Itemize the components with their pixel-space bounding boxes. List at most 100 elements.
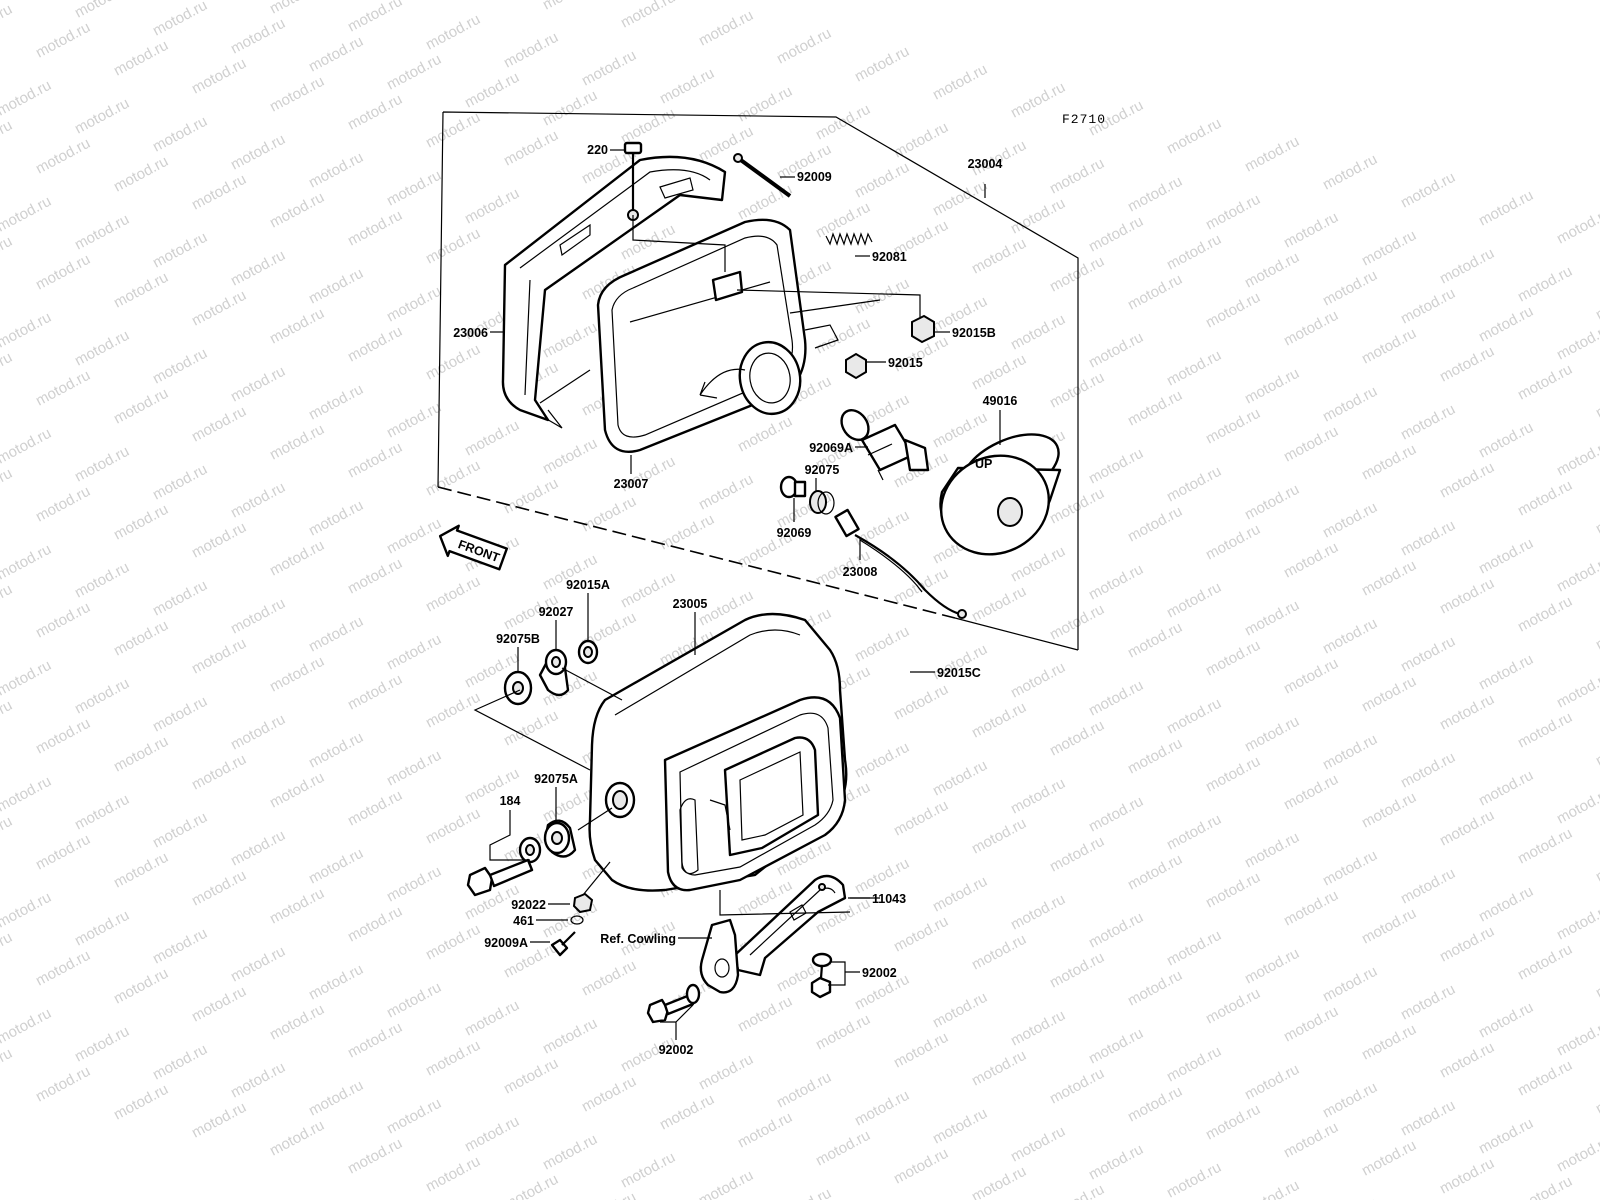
watermark-text: motod.ru bbox=[150, 925, 210, 968]
watermark-text: motod.ru bbox=[33, 483, 93, 526]
watermark-text: motod.ru bbox=[1554, 901, 1600, 944]
watermark-text: motod.ru bbox=[72, 211, 132, 254]
watermark-text: motod.ru bbox=[1086, 213, 1146, 256]
watermark-text: motod.ru bbox=[1047, 949, 1107, 992]
watermark-text: motod.ru bbox=[1515, 477, 1575, 520]
watermark-text: motod.ru bbox=[1476, 419, 1536, 462]
nut-92015B bbox=[911, 314, 935, 344]
watermark-text: motod.ru bbox=[813, 315, 873, 358]
watermark-text: motod.ru bbox=[540, 435, 600, 478]
watermark-text: motod.ru bbox=[0, 233, 15, 276]
watermark-text: motod.ru bbox=[1554, 669, 1600, 712]
watermark-text: motod.ru bbox=[1398, 1097, 1458, 1140]
watermark-text: motod.ru bbox=[1281, 539, 1341, 582]
watermark-text: motod.ru bbox=[72, 1023, 132, 1066]
label-92015B: 92015B bbox=[952, 326, 996, 340]
watermark-text: motod.ru bbox=[111, 269, 171, 312]
watermark-text: motod.ru bbox=[1320, 731, 1380, 774]
watermark-text: motod.ru bbox=[1437, 807, 1497, 850]
watermark-text: motod.ru bbox=[306, 265, 366, 308]
label-220: 220 bbox=[587, 143, 608, 157]
watermark-text: motod.ru bbox=[1359, 789, 1419, 832]
watermark-text: motod.ru bbox=[852, 43, 912, 86]
watermark-text: motod.ru bbox=[345, 323, 405, 366]
watermark-text: motod.ru bbox=[423, 921, 483, 964]
watermark-text: motod.ru bbox=[1437, 459, 1497, 502]
watermark-text: motod.ru bbox=[111, 1081, 171, 1124]
watermark-text: motod.ru bbox=[852, 275, 912, 318]
watermark-text: motod.ru bbox=[657, 1091, 717, 1134]
watermark-text: motod.ru bbox=[384, 747, 444, 790]
watermark-text: motod.ru bbox=[384, 515, 444, 558]
watermark-text: motod.ru bbox=[423, 573, 483, 616]
watermark-text: motod.ru bbox=[33, 715, 93, 758]
watermark-text: motod.ru bbox=[1242, 481, 1302, 524]
watermark-text: motod.ru bbox=[1086, 1025, 1146, 1068]
watermark-text: motod.ru bbox=[462, 69, 522, 112]
watermark-text: motod.ru bbox=[345, 1135, 405, 1178]
watermark-text: motod.ru bbox=[0, 813, 15, 856]
watermark-text: motod.ru bbox=[1242, 249, 1302, 292]
watermark-text: motod.ru bbox=[1281, 307, 1341, 350]
watermark-text: motod.ru bbox=[1086, 909, 1146, 952]
watermark-text: motod.ru bbox=[969, 235, 1029, 278]
watermark-text: motod.ru bbox=[384, 51, 444, 94]
watermark-text: motod.ru bbox=[1125, 503, 1185, 546]
watermark-text: motod.ru bbox=[189, 751, 249, 794]
watermark-text: motod.ru bbox=[1086, 329, 1146, 372]
label-92015C: 92015C bbox=[937, 666, 981, 680]
watermark-text: motod.ru bbox=[1164, 927, 1224, 970]
watermark-text: motod.ru bbox=[969, 931, 1029, 974]
assembly-outline-dashed bbox=[437, 486, 956, 619]
watermark-text: motod.ru bbox=[1359, 441, 1419, 484]
watermark-text: motod.ru bbox=[1008, 543, 1068, 586]
watermark-text: motod.ru bbox=[1047, 155, 1107, 198]
watermark-text: motod.ru bbox=[267, 0, 327, 18]
watermark-text: motod.ru bbox=[1398, 401, 1458, 444]
watermark-text: motod.ru bbox=[189, 55, 249, 98]
watermark-text: motod.ru bbox=[1125, 851, 1185, 894]
watermark-text: motod.ru bbox=[1125, 173, 1185, 216]
watermark-text: motod.ru bbox=[0, 1, 15, 44]
watermark-text: motod.ru bbox=[0, 309, 54, 352]
watermark-text: motod.ru bbox=[1203, 637, 1263, 680]
watermark-text: motod.ru bbox=[735, 413, 795, 456]
watermark-text: motod.ru bbox=[1125, 271, 1185, 314]
watermark-text: motod.ru bbox=[969, 583, 1029, 626]
label-92015: 92015 bbox=[888, 356, 923, 370]
watermark-text: motod.ru bbox=[267, 653, 327, 696]
watermark-text: motod.ru bbox=[1047, 1181, 1107, 1200]
watermark-text: motod.ru bbox=[813, 1127, 873, 1170]
watermark-text: motod.ru bbox=[540, 1131, 600, 1174]
watermark-text: motod.ru bbox=[0, 581, 15, 624]
watermark-text: motod.ru bbox=[306, 729, 366, 772]
watermark-text: motod.ru bbox=[267, 537, 327, 580]
watermark-text: motod.ru bbox=[228, 595, 288, 638]
watermark-text: motod.ru bbox=[384, 1095, 444, 1138]
bolt-92002-lower bbox=[646, 983, 701, 1024]
watermark-text: motod.ru bbox=[1398, 169, 1458, 212]
watermark-text: motod.ru bbox=[1242, 1061, 1302, 1104]
watermark-text: motod.ru bbox=[891, 1029, 951, 1072]
label-184: 184 bbox=[500, 794, 521, 808]
watermark-text: motod.ru bbox=[969, 1047, 1029, 1090]
watermark-text: motod.ru bbox=[1437, 343, 1497, 386]
watermark-text: motod.ru bbox=[1008, 311, 1068, 354]
watermark-text: motod.ru bbox=[0, 117, 15, 160]
watermark-text: motod.ru bbox=[111, 153, 171, 196]
watermark-text: motod.ru bbox=[1554, 437, 1600, 480]
watermark-text: motod.ru bbox=[267, 73, 327, 116]
watermark-text: motod.ru bbox=[72, 559, 132, 602]
watermark-text: motod.ru bbox=[306, 33, 366, 76]
watermark-text: motod.ru bbox=[1554, 553, 1600, 596]
label-23008: 23008 bbox=[843, 565, 878, 579]
watermark-text: motod.ru bbox=[540, 0, 600, 14]
watermark-text: motod.ru bbox=[72, 443, 132, 486]
watermark-text: motod.ru bbox=[891, 1145, 951, 1188]
watermark-text: motod.ru bbox=[72, 327, 132, 370]
watermark-text: motod.ru bbox=[189, 983, 249, 1026]
watermark-text: motod.ru bbox=[891, 119, 951, 162]
headlight-rim bbox=[501, 155, 727, 429]
watermark-text: motod.ru bbox=[228, 15, 288, 58]
watermark-text: motod.ru bbox=[1593, 611, 1600, 654]
